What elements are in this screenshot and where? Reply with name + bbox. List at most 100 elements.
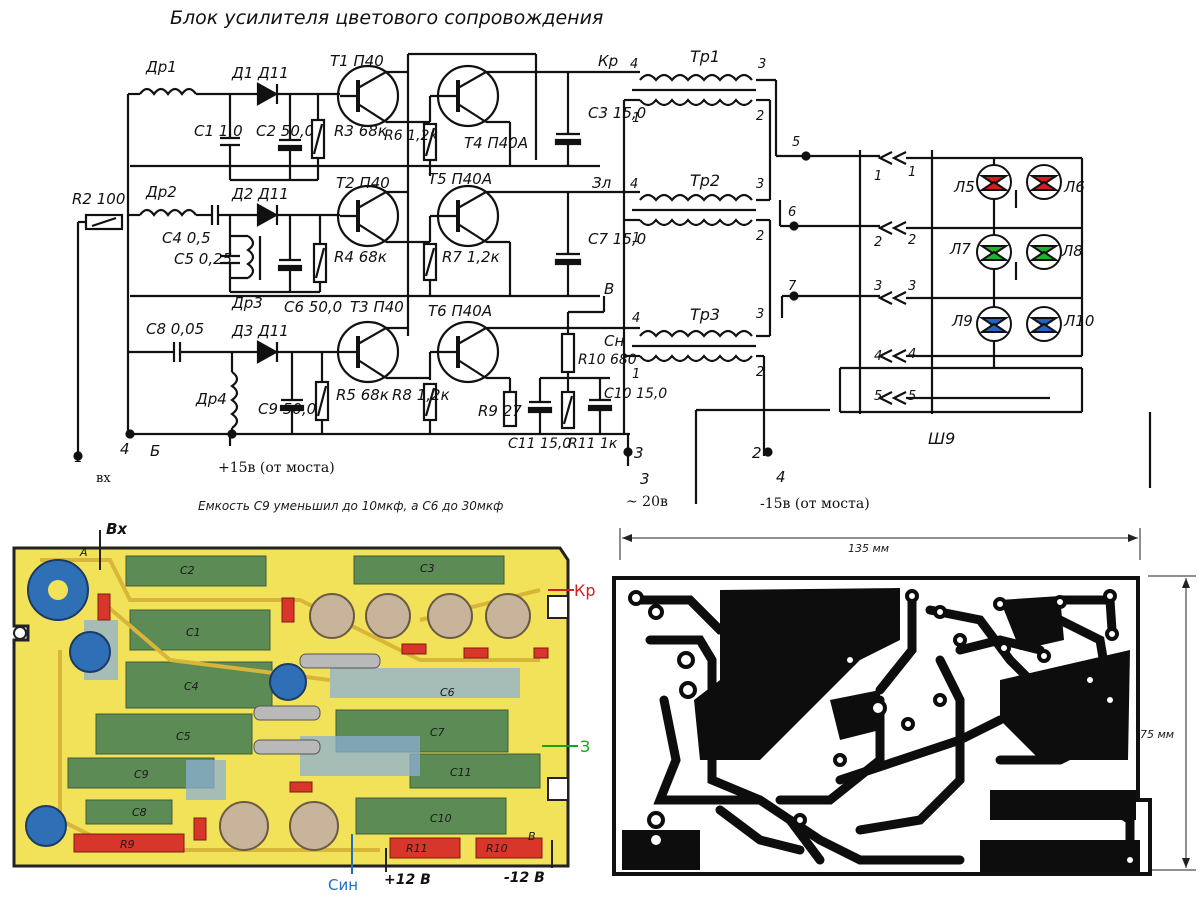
assembly-plus12-label: +12 В: [384, 872, 431, 888]
svg-text:C1: C1: [186, 626, 201, 639]
choke-dr4-pad: [25, 805, 67, 847]
schematic: Блок усилителя цветового сопровождения 1…: [72, 7, 1152, 513]
assy-t4: [365, 593, 411, 639]
node-v: В: [604, 280, 614, 298]
label-r10: R10 680: [578, 352, 637, 368]
pcb-layout: 135 мм 75 мм: [612, 528, 1196, 876]
choke-dr1: [139, 87, 197, 96]
label-tr2: Тр2: [690, 171, 720, 190]
label-r2: R2 100: [72, 190, 125, 208]
svg-text:R10: R10: [486, 842, 508, 855]
label-t4: Т4 П40А: [464, 134, 528, 152]
svg-text:B: B: [528, 830, 536, 843]
label-l9: Л9: [951, 312, 973, 330]
choke-dr2-pad: [69, 631, 111, 673]
cap-c10-body: [355, 797, 507, 835]
svg-text:4: 4: [630, 177, 638, 192]
svg-text:2: 2: [756, 365, 764, 380]
label-c6: C6 50,0: [284, 298, 342, 316]
choke-dr4: [230, 371, 239, 429]
svg-text:2: 2: [756, 229, 764, 244]
assembly-kr-label: Кр: [574, 581, 596, 600]
label-c7: C7 15,0: [588, 230, 646, 248]
label-r7: R7 1,2к: [442, 248, 500, 266]
choke-dr3: [246, 235, 255, 279]
svg-text:3: 3: [756, 177, 764, 192]
label-t3: Т3 П40: [350, 298, 404, 316]
label-l5: Л5: [953, 178, 975, 196]
pcb-height-label: 75 мм: [1140, 728, 1174, 741]
label-l7: Л7: [949, 240, 971, 258]
svg-text:1: 1: [632, 367, 640, 382]
label-c3: C3 15,0: [588, 104, 646, 122]
choke-dr2: [139, 208, 197, 217]
svg-text:3: 3: [634, 444, 644, 462]
label-c10: C10 15,0: [604, 386, 667, 402]
label-tr3: Тр3: [690, 305, 720, 324]
assy-t6: [289, 801, 339, 851]
svg-text:C10: C10: [430, 812, 452, 825]
svg-text:C2: C2: [180, 564, 195, 577]
svg-text:C8: C8: [132, 806, 147, 819]
connector-sh9: [858, 150, 934, 414]
svg-text:C7: C7: [430, 726, 445, 739]
cap-c11-body: [409, 753, 541, 789]
transistor-t2: [336, 184, 400, 248]
svg-text:2: 2: [756, 109, 764, 124]
transistor-t3: [336, 320, 400, 384]
assembly-minus12-label: -12 В: [504, 870, 545, 886]
svg-text:4: 4: [632, 311, 640, 326]
label-tr1: Тр1: [690, 47, 720, 66]
svg-text:4: 4: [874, 349, 882, 364]
assy-t1: [309, 593, 355, 639]
label-connector: Ш9: [928, 429, 955, 448]
cap-c8-body: [85, 799, 173, 825]
svg-text:7: 7: [788, 279, 797, 294]
assy-d3: [253, 739, 321, 755]
label-l8: Л8: [1061, 242, 1083, 260]
label-c5: C5 0,25: [174, 250, 232, 268]
supply-neg-label: -15в (от моста): [760, 496, 870, 512]
assy-r8: [193, 817, 207, 841]
node-zl: Зл: [592, 174, 612, 192]
svg-text:C5: C5: [176, 730, 191, 743]
diode-d2: [256, 203, 279, 227]
svg-text:5: 5: [874, 389, 882, 404]
assy-t2: [427, 593, 473, 639]
resistor-r9: [502, 390, 518, 428]
svg-text:2: 2: [752, 444, 762, 462]
svg-text:4: 4: [908, 347, 916, 362]
svg-text:1: 1: [874, 169, 882, 184]
label-c8: C8 0,05: [146, 320, 204, 338]
choke-dr3-pad: [269, 663, 307, 701]
svg-text:3: 3: [640, 470, 650, 488]
label-l10: Л10: [1063, 312, 1094, 330]
label-d1: Д1 Д11: [231, 64, 289, 82]
label-r5: R5 68к: [336, 386, 389, 404]
svg-text:5: 5: [792, 135, 800, 150]
svg-text:6: 6: [788, 205, 796, 220]
schematic-title: Блок усилителя цветового сопровождения: [170, 7, 603, 29]
diode-d1: [256, 82, 279, 106]
node-b: Б: [150, 442, 160, 460]
label-t2: Т2 П40: [336, 174, 390, 192]
svg-text:5: 5: [908, 389, 916, 404]
assy-t3: [219, 801, 269, 851]
label-t6: Т6 П40А: [428, 302, 492, 320]
input-num: 1: [74, 450, 83, 466]
label-c11: C11 15,0: [508, 436, 571, 452]
svg-text:R9: R9: [120, 838, 135, 851]
assembly-input-label: Вх: [106, 520, 128, 538]
label-l6: Л6: [1063, 178, 1085, 196]
input-label: вх: [96, 471, 111, 486]
ac-supply-label: ~ 20в: [626, 494, 668, 510]
svg-text:C3: C3: [420, 562, 435, 575]
svg-text:A: A: [79, 546, 88, 559]
svg-text:3: 3: [908, 279, 916, 294]
label-d3: Д3 Д11: [231, 322, 289, 340]
svg-text:4: 4: [776, 468, 786, 486]
svg-text:3: 3: [874, 279, 882, 294]
svg-text:C9: C9: [134, 768, 149, 781]
node-kr: Кр: [598, 52, 618, 70]
label-c1: C1 1,0: [194, 122, 243, 140]
